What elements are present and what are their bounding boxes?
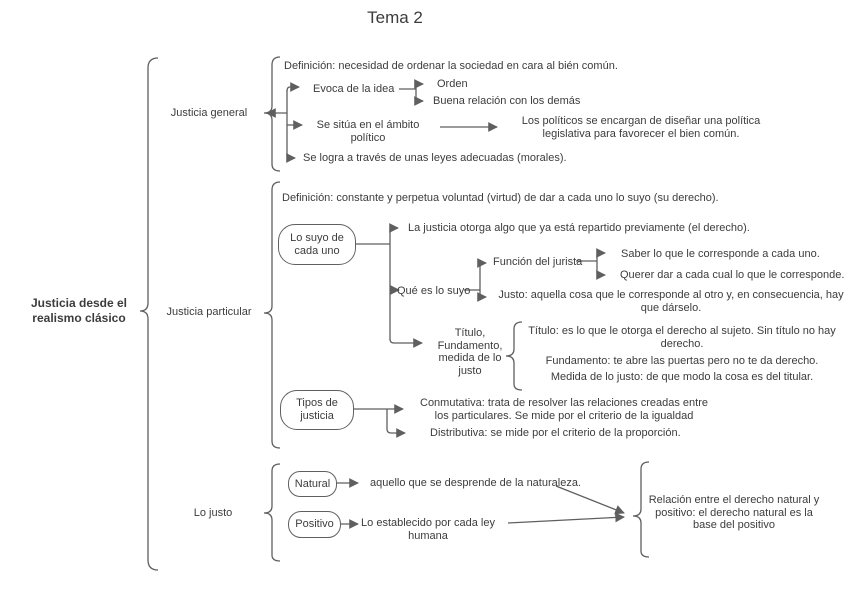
page-title: Tema 2: [367, 8, 423, 27]
brace-particular: [263, 181, 281, 449]
general-definition: Definición: necesidad de ordenar la soci…: [284, 60, 618, 72]
general-leyes: Se logra a través de unas leyes adecuada…: [303, 152, 567, 164]
brace-relacion: [632, 461, 650, 558]
node-positivo: Positivo: [288, 511, 341, 538]
particular-medida-def: Medida de lo justo: de que modo la cosa …: [550, 371, 814, 383]
lo-justo-natural-desc: aquello que se desprende de la naturalez…: [370, 477, 581, 489]
node-lo-suyo-de-cada-uno: Lo suyo de cada uno: [278, 224, 356, 265]
brace-general: [263, 56, 281, 172]
particular-justo: Justo: aquella cosa que le corresponde a…: [498, 289, 844, 314]
lo-justo-positivo-desc: Lo establecido por cada ley humana: [361, 517, 495, 542]
particular-funcion-label: Función del jurista: [493, 256, 583, 268]
particular-funcion-saber: Saber lo que le corresponde a cada uno.: [621, 248, 820, 260]
particular-fundamento-def: Fundamento: te abre las puertas pero no …: [545, 355, 819, 367]
particular-que-es-label: Qué es lo suyo: [397, 285, 471, 297]
particular-reparto: La justicia otorga algo que ya está repa…: [408, 222, 750, 234]
general-evoca-buena-relacion: Buena relación con los demás: [433, 95, 581, 107]
lo-justo-relacion: Relación entre el derecho natural y posi…: [648, 494, 820, 531]
brace-root: [139, 57, 159, 571]
particular-funcion-querer: Querer dar a cada cual lo que le corresp…: [620, 269, 845, 281]
brace-titulo: [505, 321, 523, 391]
general-evoca-label: Evoca de la idea: [313, 83, 395, 95]
node-tipos-de-justicia: Tipos de justicia: [280, 390, 354, 430]
general-ambito-label: Se sitúa en el ámbito político: [316, 119, 420, 144]
general-ambito-result: Los políticos se encargan de diseñar una…: [521, 115, 761, 140]
node-natural: Natural: [288, 471, 337, 497]
particular-titulo-def: Título: es lo que le otorga el derecho a…: [528, 325, 836, 350]
particular-definition: Definición: constante y perpetua volunta…: [282, 192, 719, 204]
particular-distributiva: Distributiva: se mide por el criterio de…: [430, 427, 681, 439]
general-evoca-orden: Orden: [437, 78, 468, 90]
section-label-justicia-particular: Justicia particular: [166, 306, 252, 318]
section-label-justicia-general: Justicia general: [170, 107, 248, 119]
particular-conmutativa: Conmutativa: trata de resolver las relac…: [420, 397, 708, 422]
root-label: Justicia desde el realismo clásico: [30, 296, 128, 325]
brace-lo-justo: [263, 463, 281, 562]
particular-titulo-label: Título, Fundamento, medida de lo justo: [437, 327, 503, 377]
section-label-lo-justo: Lo justo: [193, 507, 233, 519]
